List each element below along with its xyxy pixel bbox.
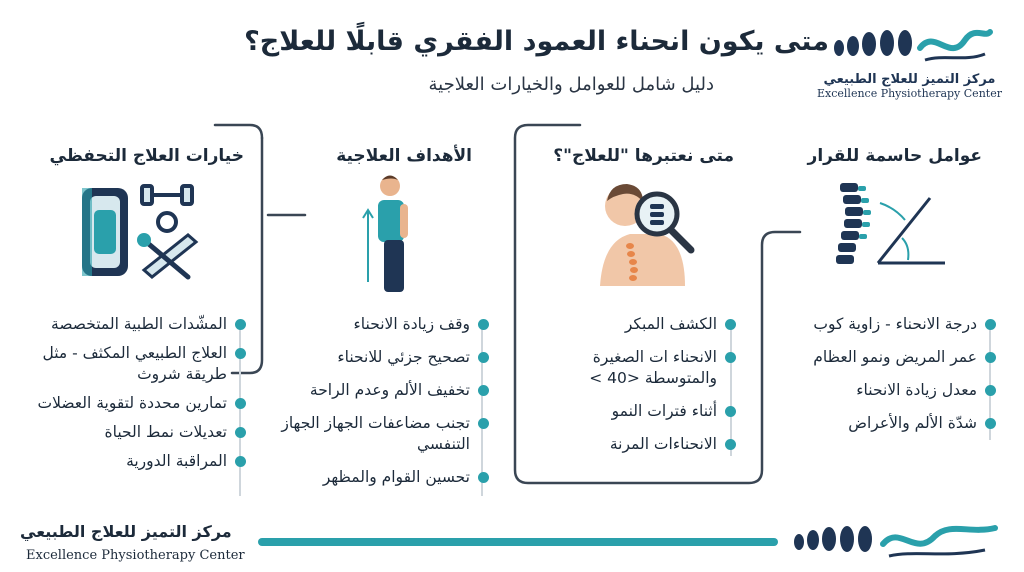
bullet-dot: [985, 417, 996, 429]
list-item: وقف زيادة الانحناء: [279, 314, 489, 335]
list-item: تخفيف الألم وعدم الراحة: [279, 380, 489, 401]
bullet-dot: [725, 405, 736, 417]
posture-person-icon: [362, 175, 408, 292]
column-2-heading: متى نعتبرها "للعلاج"؟: [553, 146, 734, 166]
page-title: متى يكون انحناء العمود الفقري قابلًا للع…: [244, 26, 829, 57]
list-item: تعديلات نمط الحياة: [31, 422, 246, 443]
bullet-dot: [985, 384, 996, 396]
list-item: درجة الانحناء - زاوية كوب: [813, 314, 996, 335]
bullet-dot: [478, 384, 489, 396]
center-logo: مركز التميز للعلاج الطبيعي Excellence Ph…: [817, 18, 1002, 108]
list-item: الانحناءات المرنة: [566, 434, 736, 455]
bullet-dot: [985, 351, 996, 363]
bullet-dot: [478, 351, 489, 363]
list-item: معدل زيادة الانحناء: [813, 380, 996, 401]
list-item: المشّدات الطبية المتخصصة: [31, 314, 246, 335]
column-1-heading: عوامل حاسمة للقرار: [807, 146, 982, 166]
list-item: عمر المريض ونمو العظام: [813, 347, 996, 368]
bullet-dot: [235, 426, 246, 438]
bullet-dot: [478, 319, 489, 330]
list-item: تصحيح جزئي للانحناء: [279, 347, 489, 368]
page-subtitle: دليل شامل للعوامل والخيارات العلاجية: [428, 74, 714, 95]
column-2-list: الكشف المبكر الانحناء ات الصغيرة والمتوس…: [566, 314, 736, 455]
footer-name-ar: مركز التميز للعلاج الطبيعي: [20, 522, 232, 541]
bullet-dot: [985, 319, 996, 330]
list-item: تمارين محددة لتقوية العضلات: [31, 393, 246, 414]
bullet-dot: [235, 319, 246, 330]
spine-angle-icon: [836, 183, 945, 265]
logo-name-en: Excellence Physiotherapy Center: [817, 87, 1002, 100]
bullet-dot: [235, 347, 246, 359]
column-1-list: درجة الانحناء - زاوية كوب عمر المريض ونم…: [813, 314, 996, 434]
brace-dumbbell-icon: [82, 184, 199, 280]
list-item: الانحناء ات الصغيرة والمتوسطة <40 >: [566, 347, 736, 389]
column-3-heading: الأهداف العلاجية: [336, 146, 472, 166]
footer-divider-bar: [258, 538, 778, 546]
list-item: شدّة الألم والأعراض: [813, 413, 996, 434]
bullet-dot: [235, 455, 246, 467]
list-item: أثناء فترات النمو: [566, 401, 736, 422]
bullet-dot: [725, 438, 736, 450]
list-item: العلاج الطبيعي المكثف - مثل طريقة شروث: [31, 343, 246, 385]
bullet-dot: [725, 351, 736, 363]
footer-name-en: Excellence Physiotherapy Center: [26, 548, 245, 563]
bullet-dot: [235, 397, 246, 409]
bullet-dot: [725, 319, 736, 330]
logo-name-ar: مركز التميز للعلاج الطبيعي: [823, 72, 996, 87]
bullet-dot: [478, 417, 489, 429]
footer-logo-icon: [794, 525, 998, 558]
list-item: الكشف المبكر: [566, 314, 736, 335]
bullet-dot: [478, 471, 489, 483]
list-item: تجنب مضاعفات الجهاز الجهاز التنفسي: [279, 413, 489, 455]
column-4-heading: خيارات العلاج التحفظي: [49, 146, 244, 166]
column-3-list: وقف زيادة الانحناء تصحيح جزئي للانحناء ت…: [279, 314, 489, 488]
list-item: المراقبة الدورية: [31, 451, 246, 472]
column-4-list: المشّدات الطبية المتخصصة العلاج الطبيعي …: [31, 314, 246, 472]
magnifier-spine-icon: [600, 184, 695, 286]
list-item: تحسين القوام والمظهر: [279, 467, 489, 488]
logo-spine-icon: [833, 29, 993, 62]
